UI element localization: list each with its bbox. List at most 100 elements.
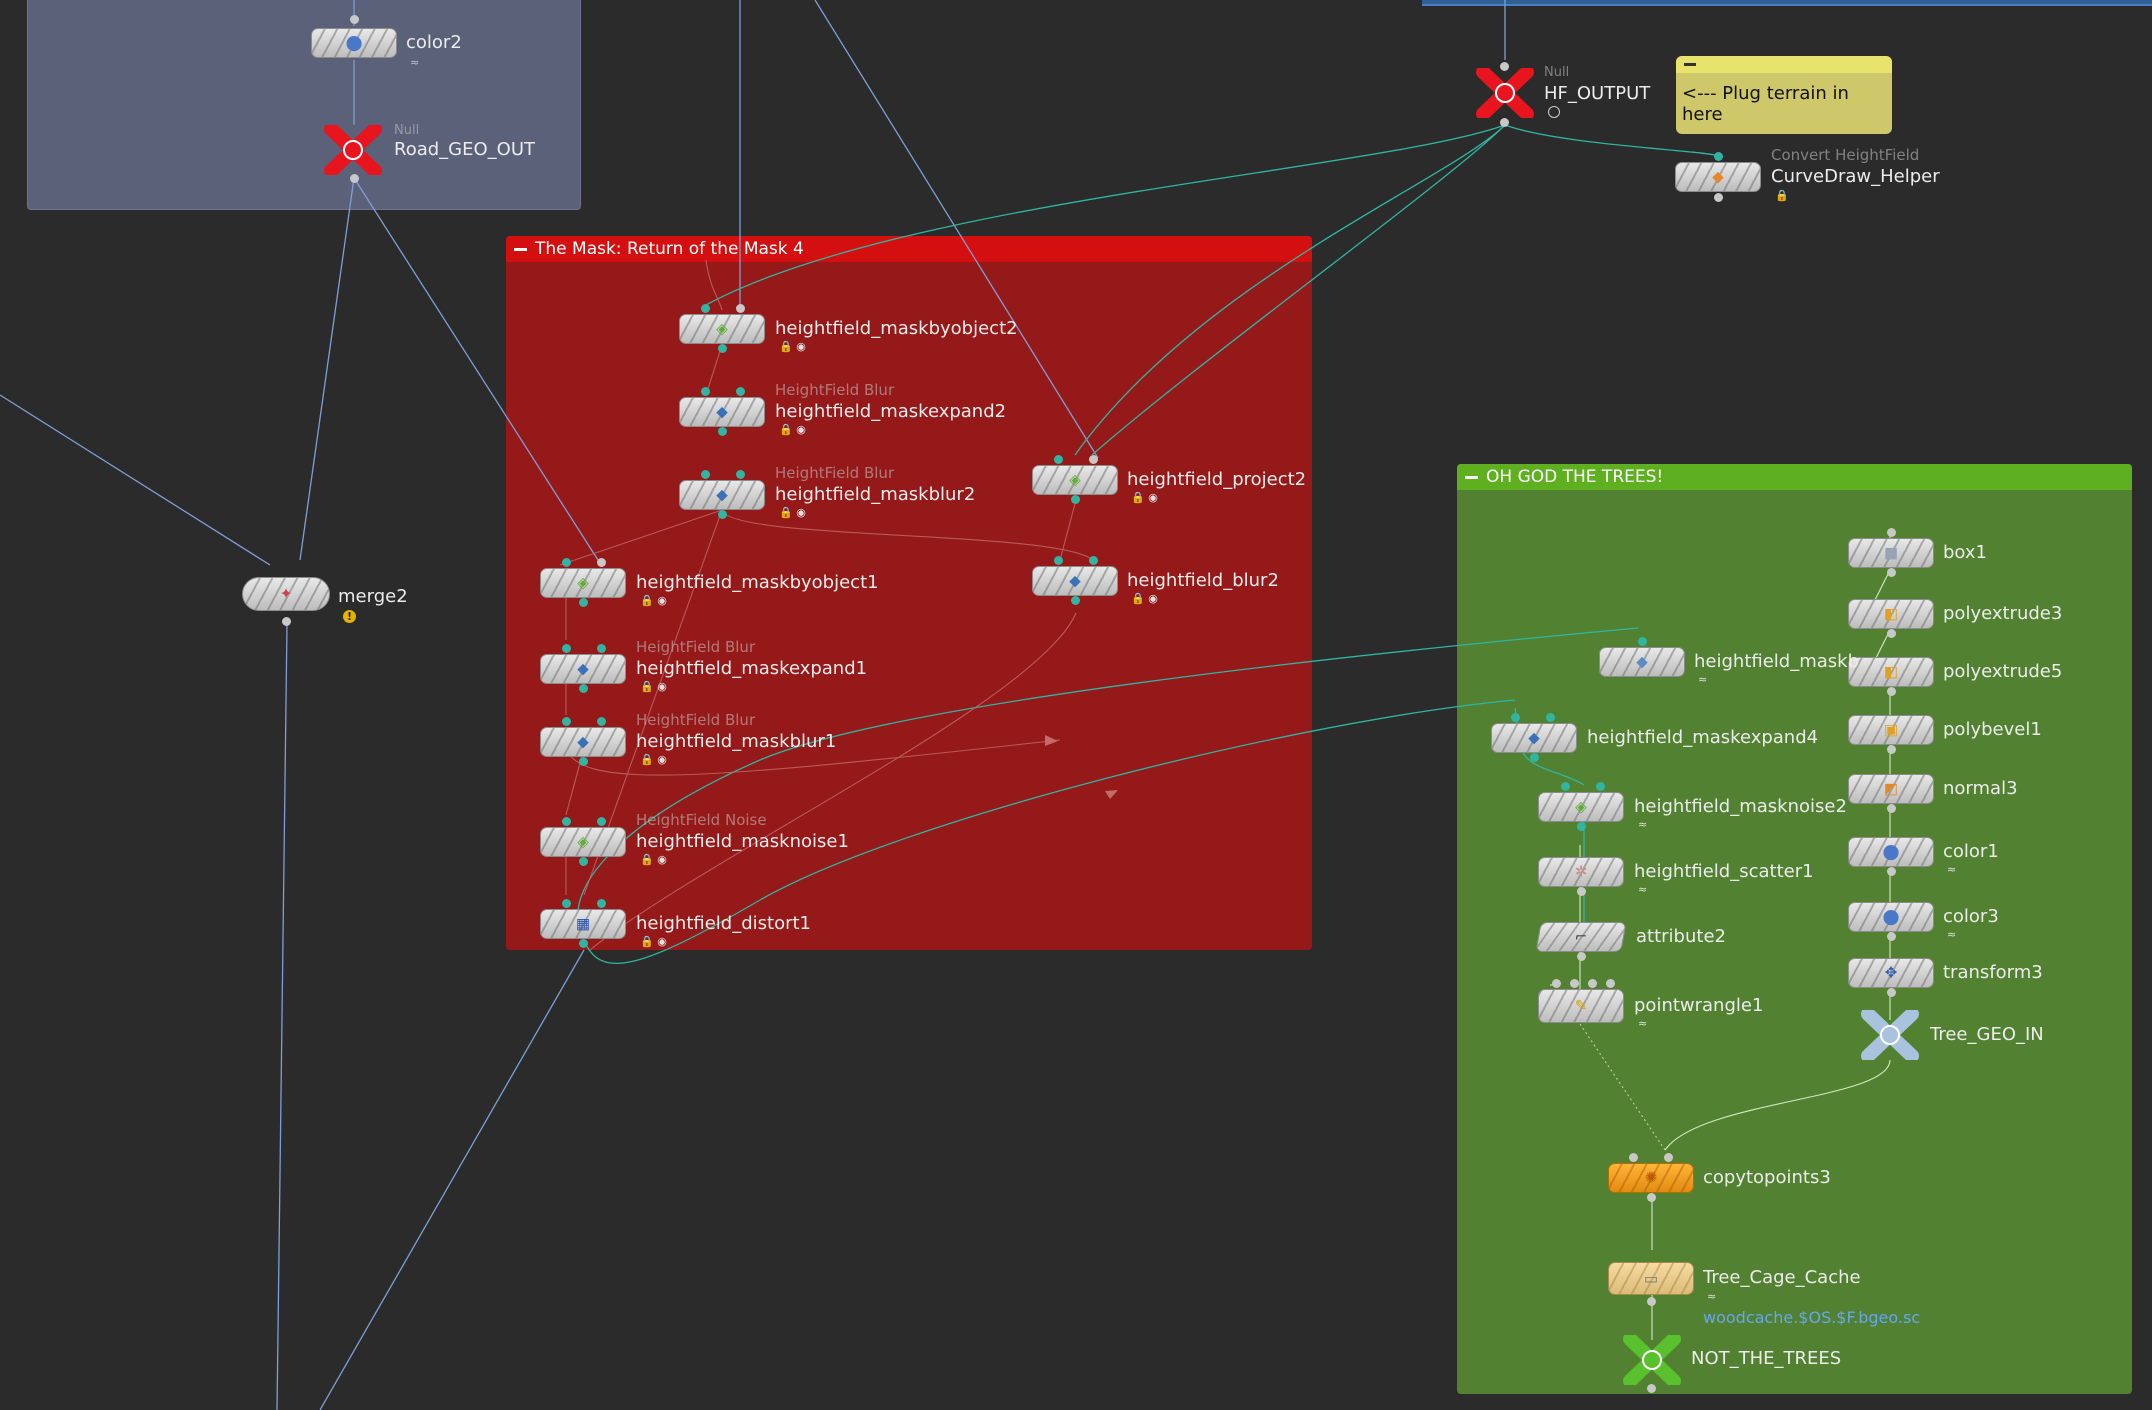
input-connector[interactable] xyxy=(701,387,710,396)
node-heightfield-maskbyobject2[interactable]: ◈ xyxy=(679,314,765,344)
node-copytopoints3[interactable]: ✺ xyxy=(1608,1163,1694,1193)
input-connector[interactable] xyxy=(1629,1153,1638,1162)
input-connector[interactable] xyxy=(736,387,745,396)
output-connector[interactable] xyxy=(1577,887,1586,896)
output-connector[interactable] xyxy=(1071,596,1080,605)
input-connector[interactable] xyxy=(562,817,571,826)
node-heightfield-project2[interactable]: ◈ xyxy=(1032,465,1118,495)
output-connector[interactable] xyxy=(718,427,727,436)
node-heightfield-maskblur2[interactable]: ◆ xyxy=(679,480,765,510)
input-connector[interactable] xyxy=(1511,713,1520,722)
input-connector[interactable] xyxy=(562,717,571,726)
input-connector[interactable] xyxy=(597,899,606,908)
node-heightfield-masknoise2[interactable]: ◈ xyxy=(1538,792,1624,822)
node-merge2[interactable]: ✦ xyxy=(242,577,330,611)
output-connector[interactable] xyxy=(1714,193,1723,202)
file-path-parameter[interactable]: woodcache.$OS.$F.bgeo.sc xyxy=(1703,1308,1921,1327)
input-connector[interactable] xyxy=(562,644,571,653)
node-heightfield-maskexpand2[interactable]: ◆ xyxy=(679,397,765,427)
node-hf-output[interactable] xyxy=(1475,68,1535,118)
input-connector[interactable] xyxy=(1714,152,1723,161)
node-pointwrangle1[interactable]: ✎ xyxy=(1538,989,1624,1023)
network-box-mask[interactable]: The Mask: Return of the Mask 4 xyxy=(506,236,1312,950)
node-heightfield-maskbyobject1[interactable]: ◈ xyxy=(540,568,626,598)
node-polyextrude3[interactable]: ◧ xyxy=(1848,599,1934,629)
input-connector[interactable] xyxy=(1500,62,1509,71)
output-connector[interactable] xyxy=(579,598,588,607)
node-heightfield-maskby[interactable]: ◆ xyxy=(1599,647,1685,677)
input-connector[interactable] xyxy=(562,899,571,908)
node-normal3[interactable]: ◩ xyxy=(1848,774,1934,804)
output-connector[interactable] xyxy=(579,939,588,948)
node-attribute2[interactable]: ⌐ xyxy=(1535,922,1627,952)
sticky-note-text[interactable]: <--- Plug terrain in here xyxy=(1682,83,1849,125)
output-connector[interactable] xyxy=(1577,952,1586,961)
output-connector[interactable] xyxy=(1530,753,1539,762)
input-connector[interactable] xyxy=(1089,455,1098,464)
node-tree-geo-in[interactable] xyxy=(1860,1010,1920,1060)
input-connector[interactable] xyxy=(701,470,710,479)
node-polybevel1[interactable]: ▣ xyxy=(1848,715,1934,745)
output-connector[interactable] xyxy=(1577,822,1586,831)
input-connector[interactable] xyxy=(736,304,745,313)
input-connector[interactable] xyxy=(1570,979,1579,988)
input-connector[interactable] xyxy=(1588,979,1597,988)
output-connector[interactable] xyxy=(1647,1193,1656,1202)
input-connector[interactable] xyxy=(1546,713,1555,722)
output-connector[interactable] xyxy=(579,857,588,866)
input-connector[interactable] xyxy=(597,717,606,726)
input-connector[interactable] xyxy=(597,558,606,567)
input-connector[interactable] xyxy=(1606,979,1615,988)
node-road-geo-out[interactable] xyxy=(323,125,383,175)
input-connector[interactable] xyxy=(1638,637,1647,646)
node-heightfield-scatter1[interactable]: ✲ xyxy=(1538,857,1624,887)
output-connector[interactable] xyxy=(1887,687,1896,696)
input-connector[interactable] xyxy=(1887,528,1896,537)
node-color1[interactable]: ⬤ xyxy=(1848,837,1934,867)
node-transform3[interactable]: ✥ xyxy=(1848,958,1934,988)
output-connector[interactable] xyxy=(1071,495,1080,504)
output-connector[interactable] xyxy=(350,174,359,183)
input-connector[interactable] xyxy=(1054,455,1063,464)
output-connector[interactable] xyxy=(1500,118,1509,127)
node-heightfield-masknoise1[interactable]: ◈ xyxy=(540,827,626,857)
output-connector[interactable] xyxy=(1887,988,1896,997)
collapse-icon[interactable] xyxy=(1465,475,1478,479)
output-connector[interactable] xyxy=(1887,568,1896,577)
network-box-road[interactable] xyxy=(27,0,581,210)
node-tree-cage-cache[interactable]: ▭ xyxy=(1608,1262,1694,1295)
input-connector[interactable] xyxy=(1089,556,1098,565)
input-connector[interactable] xyxy=(736,470,745,479)
input-connector[interactable] xyxy=(1596,782,1605,791)
output-connector[interactable] xyxy=(1887,932,1896,941)
node-polyextrude5[interactable]: ◧ xyxy=(1848,657,1934,687)
sticky-note-header[interactable] xyxy=(1676,56,1892,73)
output-connector[interactable] xyxy=(1647,1297,1656,1306)
output-connector[interactable] xyxy=(718,510,727,519)
node-not-the-trees[interactable] xyxy=(1622,1335,1682,1385)
output-connector[interactable] xyxy=(1887,629,1896,638)
input-connector[interactable] xyxy=(562,558,571,567)
input-connector[interactable] xyxy=(1561,782,1570,791)
collapse-icon[interactable] xyxy=(1684,63,1696,66)
output-connector[interactable] xyxy=(1647,1384,1656,1393)
input-connector[interactable] xyxy=(1664,1153,1673,1162)
output-connector[interactable] xyxy=(350,15,359,24)
node-box1[interactable]: ■ xyxy=(1848,538,1934,568)
input-connector[interactable] xyxy=(1054,556,1063,565)
node-heightfield-blur2[interactable]: ◆ xyxy=(1032,566,1118,596)
input-connector[interactable] xyxy=(597,817,606,826)
node-heightfield-maskexpand1[interactable]: ◆ xyxy=(540,654,626,684)
node-heightfield-maskblur1[interactable]: ◆ xyxy=(540,727,626,757)
output-connector[interactable] xyxy=(1887,745,1896,754)
node-curvedraw-helper[interactable]: ◆ xyxy=(1675,162,1761,192)
node-color2[interactable]: ⬤ xyxy=(311,28,397,58)
output-connector[interactable] xyxy=(282,617,291,626)
output-connector[interactable] xyxy=(1887,804,1896,813)
node-color3[interactable]: ⬤ xyxy=(1848,902,1934,932)
output-connector[interactable] xyxy=(579,757,588,766)
network-box-header[interactable]: The Mask: Return of the Mask 4 xyxy=(506,236,1312,262)
input-connector[interactable] xyxy=(701,304,710,313)
output-connector[interactable] xyxy=(579,684,588,693)
